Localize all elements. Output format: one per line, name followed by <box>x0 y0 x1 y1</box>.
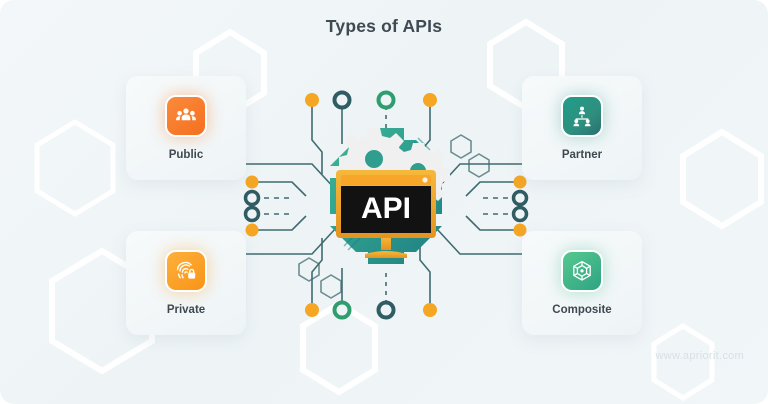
circuit-node-orange <box>513 223 527 237</box>
page-title: Types of APIs <box>325 16 443 36</box>
circuit-node-green <box>376 90 396 110</box>
circuit-node-orange <box>423 303 437 317</box>
circuit-node-dark <box>332 90 352 110</box>
api-screen-text: API <box>361 192 411 225</box>
circuit-node-dark <box>243 205 261 223</box>
circuit-node-dark <box>511 205 529 223</box>
card-label: Private <box>166 304 206 316</box>
circuit-node-orange <box>305 303 319 317</box>
background-hexagon-icon <box>30 118 120 218</box>
fingerprint-lock-icon <box>165 250 207 292</box>
users-group-icon <box>165 95 207 137</box>
card-private[interactable]: Private <box>126 231 246 335</box>
circuit-node-dark <box>511 189 529 207</box>
background-hexagon-icon <box>648 322 718 402</box>
circuit-node-orange <box>513 175 527 189</box>
card-label: Composite <box>552 304 612 316</box>
card-composite[interactable]: Composite <box>522 231 642 335</box>
central-api-graphic: API <box>236 78 536 332</box>
circuit-node-dark <box>243 189 261 207</box>
circuit-node-dark <box>376 300 396 320</box>
circuit-node-green <box>332 300 352 320</box>
api-screen <box>341 186 431 233</box>
hex-network-icon <box>561 250 603 292</box>
card-partner[interactable]: Partner <box>522 76 642 180</box>
circuit-node-orange <box>423 93 437 107</box>
circuit-node-orange <box>245 223 259 237</box>
circuit-node-orange <box>245 175 259 189</box>
org-hierarchy-icon <box>561 95 603 137</box>
background-hexagon-icon <box>676 128 768 230</box>
card-label: Partner <box>561 149 603 161</box>
card-public[interactable]: Public <box>126 76 246 180</box>
circuit-node-orange <box>305 93 319 107</box>
card-label: Public <box>168 149 204 161</box>
watermark: www.apriorit.com <box>655 350 744 362</box>
background-hexagon-icon <box>296 300 382 396</box>
